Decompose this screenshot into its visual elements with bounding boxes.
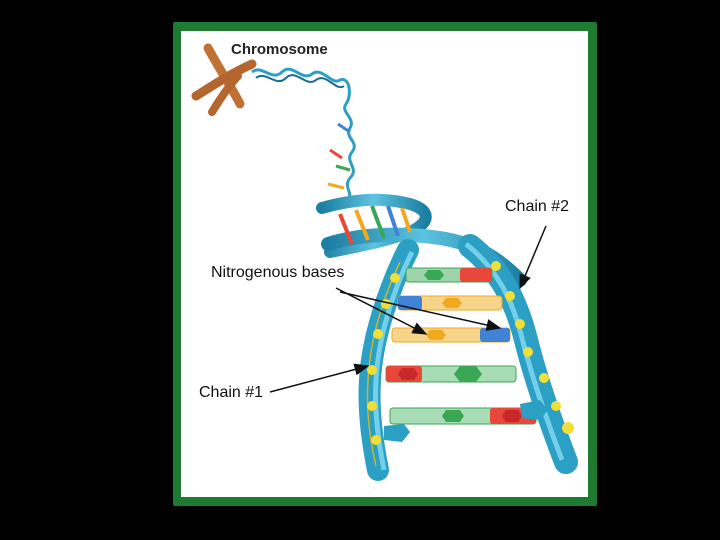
chain1-arrow: [270, 366, 368, 392]
chain1-label: Chain #1: [199, 384, 263, 402]
coil-base-pairs: [328, 124, 350, 188]
chain2-arrow: [520, 226, 546, 288]
nitrogenous-bases-label: Nitrogenous bases: [211, 264, 344, 282]
chain2-label: Chain #2: [505, 198, 569, 216]
chromosome-label: Chromosome: [231, 41, 328, 58]
chromatin-coil: [252, 69, 354, 202]
